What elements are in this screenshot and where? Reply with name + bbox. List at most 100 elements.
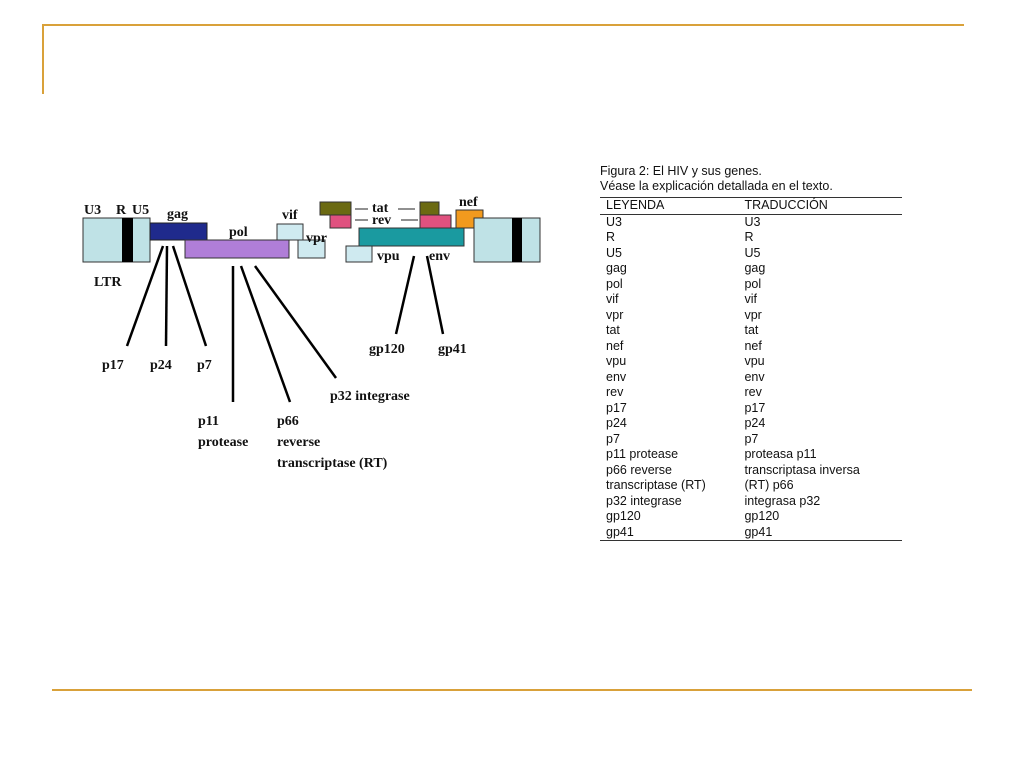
rev-exon2-box (419, 214, 452, 229)
top-accent-line (42, 24, 964, 26)
label-r: R (116, 203, 127, 218)
table-row: U3 U3 (600, 214, 902, 230)
label-p17: p17 (102, 358, 124, 373)
label-p32-integrase: p32 integrase (330, 389, 410, 404)
legend-header-row: LEYENDA TRADUCCIÓN (600, 197, 902, 214)
label-p24: p24 (150, 358, 172, 373)
gag-box (149, 222, 208, 241)
table-row: rev rev (600, 385, 902, 401)
legend-header-leyenda: LEYENDA (606, 198, 665, 212)
caption-subtitle: Véase la explicación detallada en el tex… (600, 179, 833, 193)
rev-exon1-box (329, 214, 352, 229)
table-row: tat tat (600, 323, 902, 339)
legend-translation-cell: gag (744, 261, 766, 275)
left-accent-line (42, 24, 44, 94)
pointer-gp41 (425, 255, 445, 335)
legend-term-cell: gp120 (606, 509, 641, 523)
label-reverse: reverse (277, 435, 320, 450)
legend-term-cell: vpr (606, 307, 624, 322)
vif-box (276, 223, 304, 241)
table-row: p11 protease proteasa p11 (600, 447, 902, 463)
legend-term-cell: gag (606, 261, 627, 275)
legend-translation-cell: R (744, 230, 754, 244)
legend-translation-cell: U5 (744, 245, 761, 260)
legend-term-cell: transcriptase (RT) (606, 478, 706, 492)
legend-header-traduccion: TRADUCCIÓN (744, 198, 828, 212)
legend-translation-cell: p24 (744, 416, 766, 430)
legend-term-cell: vif (606, 292, 619, 306)
table-row: p17 p17 (600, 401, 902, 417)
label-vif: vif (282, 208, 298, 223)
tat-exon1-box (319, 201, 352, 216)
legend-translation-cell: vif (744, 292, 757, 306)
pointer-p24 (164, 245, 169, 347)
table-row: p7 p7 (600, 432, 902, 448)
legend-term-cell: p32 integrase (606, 493, 682, 508)
table-row: vif vif (600, 292, 902, 308)
legend-term-cell: p66 reverse (606, 462, 673, 477)
legend-translation-cell: env (744, 369, 765, 384)
legend-translation-cell: p17 (744, 400, 766, 415)
pol-box (184, 239, 290, 259)
legend-translation-cell: gp120 (744, 509, 780, 523)
label-transcriptase-rt: transcriptase (RT) (277, 456, 388, 471)
legend-term-cell: p7 (606, 431, 620, 446)
label-env: env (429, 249, 450, 264)
legend-translation-cell: vpu (744, 354, 765, 368)
table-row: env env (600, 370, 902, 386)
label-vpu: vpu (377, 249, 400, 264)
label-ltr: LTR (94, 275, 122, 290)
label-protease: protease (198, 435, 248, 450)
legend-translation-cell: proteasa p11 (744, 447, 817, 461)
left-ltr-box (82, 217, 151, 263)
caption-title: Figura 2: El HIV y sus genes. (600, 164, 762, 178)
legend-term-cell: tat (606, 323, 620, 337)
tat-exon2-box (419, 201, 440, 216)
label-pol: pol (229, 225, 248, 240)
label-nef: nef (459, 195, 478, 210)
table-row: gag gag (600, 261, 902, 277)
bottom-accent-line (52, 689, 972, 691)
legend-translation-cell: vpr (744, 307, 762, 322)
table-row: gp120 gp120 (600, 509, 902, 525)
legend-translation-cell: integrasa p32 (744, 493, 821, 508)
legend-translation-cell: rev (744, 385, 762, 399)
table-row: vpr vpr (600, 308, 902, 324)
legend-translation-cell: transcriptasa inversa (744, 462, 860, 477)
label-u3: U3 (84, 203, 101, 218)
label-tat: tat (372, 201, 389, 216)
legend-term-cell: p11 protease (606, 447, 679, 461)
legend-term-cell: rev (606, 385, 624, 399)
pointer-p7 (171, 245, 208, 347)
label-rev: rev (372, 213, 391, 228)
pointer-gp120 (394, 255, 416, 335)
right-ltr-r-band (512, 218, 522, 262)
left-ltr-r-band (122, 218, 133, 262)
legend-term-cell: R (606, 230, 616, 244)
legend-translation-cell: p7 (744, 431, 759, 446)
label-gag: gag (167, 207, 188, 222)
pointer-p66 (239, 265, 292, 403)
legend-term-cell: p17 (606, 400, 627, 415)
legend-term-cell: env (606, 369, 627, 384)
legend-translation-cell: tat (744, 323, 759, 337)
figure-caption: Figura 2: El HIV y sus genes. Véase la e… (600, 164, 833, 194)
legend-term-cell: U3 (606, 214, 622, 229)
vpr-box (297, 239, 326, 259)
legend-translation-cell: pol (744, 276, 762, 291)
legend-translation-cell: U3 (744, 214, 761, 229)
legend-term-cell: gp41 (606, 524, 634, 539)
right-ltr-box (473, 217, 541, 263)
label-p66: p66 (277, 414, 299, 429)
table-row: transcriptase (RT) (RT) p66 (600, 478, 902, 494)
legend-translation-cell: gp41 (744, 524, 773, 539)
legend-translation-cell: (RT) p66 (744, 478, 794, 492)
